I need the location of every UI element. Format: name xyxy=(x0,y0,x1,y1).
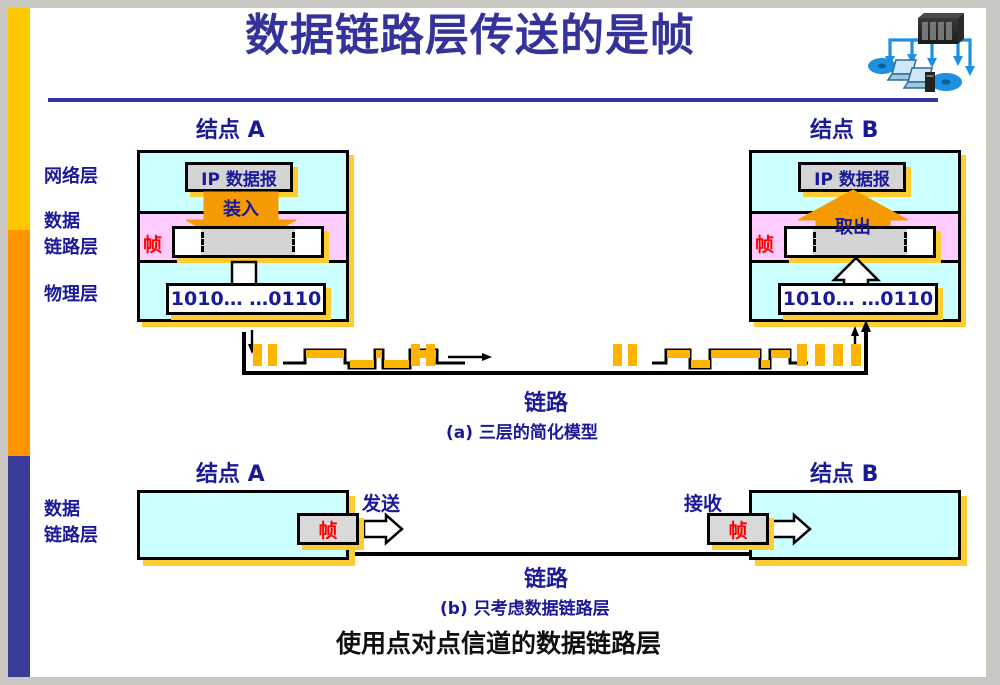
caption-a: (a) 三层的简化模型 xyxy=(446,423,598,443)
node-a-action-label: 装入 xyxy=(223,199,259,220)
node-a-frame-label: 帧 xyxy=(143,234,163,256)
rail-segment-blue xyxy=(8,456,30,677)
node-b-ip-datagram: IP 数据报 xyxy=(798,162,906,192)
node-b-frame-header-divider xyxy=(813,232,816,252)
node-b-frame-tag: 帧 xyxy=(707,513,769,545)
node-b-box-b-body xyxy=(749,490,961,560)
node-a-title: 结点 A xyxy=(196,118,265,143)
node-a-send-label: 发送 xyxy=(362,493,401,515)
node-b-frame-payload xyxy=(813,229,907,255)
page-title: 数据链路层传送的是帧 xyxy=(245,10,695,61)
node-a-frame-trailer-divider xyxy=(292,232,295,252)
slide-border-right xyxy=(986,0,1000,685)
slide-border-bottom xyxy=(0,677,1000,685)
layer-label-datalink-b-line1: 数据 xyxy=(44,499,80,520)
layer-label-physical: 物理层 xyxy=(44,284,98,305)
node-b-title: 结点 B xyxy=(810,118,879,143)
node-b-action-label: 取出 xyxy=(835,217,871,238)
node-a-frame-box xyxy=(172,226,324,258)
node-a-box-b xyxy=(137,490,355,566)
node-b-frame-trailer-divider xyxy=(904,232,907,252)
node-a-ip-datagram: IP 数据报 xyxy=(185,162,293,192)
rail-segment-yellow xyxy=(8,8,30,230)
slide-border-left xyxy=(0,0,8,685)
node-a-frame-tag: 帧 xyxy=(297,513,359,545)
rail-segment-orange xyxy=(8,230,30,456)
node-a-frame-payload xyxy=(201,229,295,255)
network-diagram-icon xyxy=(868,13,975,92)
node-b-bit-string: 1010… …0110 xyxy=(778,283,938,315)
title-underline xyxy=(48,98,938,102)
slide-footer: 使用点对点信道的数据链路层 xyxy=(336,629,662,658)
node-b-title-b: 结点 B xyxy=(810,462,879,487)
link-label-b: 链路 xyxy=(524,567,569,592)
slide-background xyxy=(8,8,986,677)
node-b-frame-label: 帧 xyxy=(755,234,775,256)
node-a-bit-string: 1010… …0110 xyxy=(166,283,326,315)
node-b-receive-label: 接收 xyxy=(684,493,723,515)
node-b-box-b xyxy=(749,490,967,566)
layer-label-datalink-b-line2: 链路层 xyxy=(44,525,98,546)
layer-label-datalink-line2: 链路层 xyxy=(44,237,98,258)
link-label-a: 链路 xyxy=(524,391,569,416)
slide-border-top xyxy=(0,0,1000,8)
caption-b: (b) 只考虑数据链路层 xyxy=(440,599,610,619)
node-b-frame-box xyxy=(784,226,936,258)
layer-label-datalink-line1: 数据 xyxy=(44,211,80,232)
node-a-frame-header-divider xyxy=(201,232,204,252)
node-a-title-b: 结点 A xyxy=(196,462,265,487)
layer-label-network: 网络层 xyxy=(44,166,98,187)
